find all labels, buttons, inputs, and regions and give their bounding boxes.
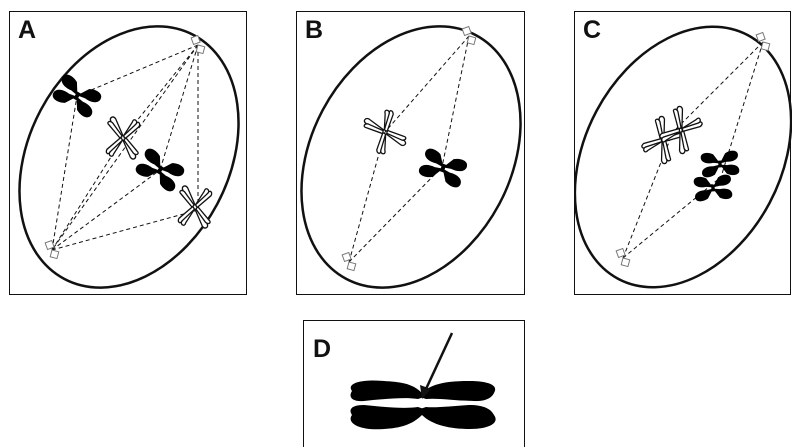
- centrosome: [616, 249, 630, 267]
- chromosome-dark: [51, 73, 104, 120]
- spindle-fibers: [349, 36, 469, 262]
- panel-c: C: [574, 11, 791, 295]
- panel-b: B: [296, 11, 525, 295]
- centrosome: [342, 253, 356, 271]
- panel-d: D: [303, 320, 525, 447]
- cell-diagram-c: [575, 12, 792, 296]
- cell-diagram-b: [297, 12, 526, 296]
- chromosome-dark: [417, 147, 468, 189]
- chromosome-light: [92, 107, 154, 169]
- centromere-gap: [364, 402, 488, 404]
- chromosome-dark: [693, 174, 732, 202]
- panel-a: A: [9, 11, 247, 295]
- chromosome-closeup: [304, 321, 526, 448]
- cell-diagram-a: [10, 12, 248, 296]
- centrosome: [756, 33, 770, 51]
- cell-membrane: [297, 12, 526, 296]
- spindle-fibers: [52, 45, 198, 250]
- chromosome-dark: [700, 150, 739, 178]
- chromosome-dark: [134, 147, 187, 194]
